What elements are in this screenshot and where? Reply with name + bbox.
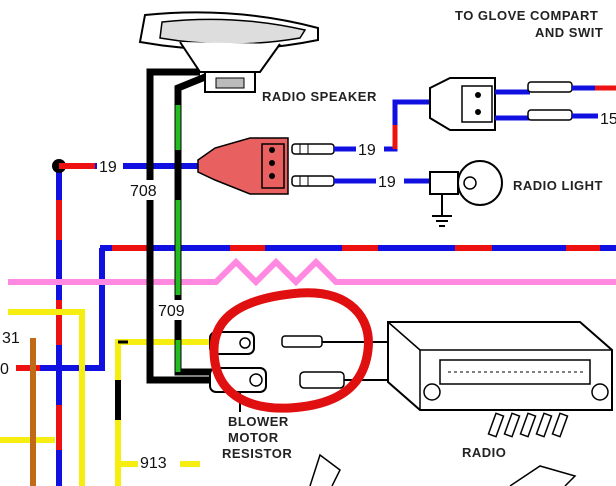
blower-label-line2: MOTOR xyxy=(228,430,279,445)
wire-number-708: 708 xyxy=(130,183,157,200)
wire-number-15: 15 xyxy=(600,111,616,128)
speaker-connector-icon xyxy=(197,137,289,195)
radio-speaker-label: RADIO SPEAKER xyxy=(262,89,377,104)
wire-number-bg-709 xyxy=(156,300,194,320)
radio-light-bulb-icon xyxy=(429,160,503,227)
wire-number-bg-708 xyxy=(128,180,172,200)
wire-number-913: 913 xyxy=(140,455,167,472)
wire-number-bg-31 xyxy=(0,327,26,347)
glove-compartment-label-line2: AND SWIT xyxy=(535,25,603,40)
wire-number-0: 0 xyxy=(0,361,9,378)
wire-number-bg-19-light xyxy=(376,171,404,191)
wire-yellow-left xyxy=(8,309,85,486)
glove-pin-bottom xyxy=(527,109,573,121)
wire-number-709: 709 xyxy=(158,303,185,320)
bottom-bracket-icon xyxy=(309,453,577,486)
resistor-pin-top xyxy=(281,335,390,348)
blower-label-line3: RESISTOR xyxy=(222,446,292,461)
wire-709-green xyxy=(174,71,212,376)
wire-number-bg-913 xyxy=(138,452,180,472)
radio-label: RADIO xyxy=(462,445,506,460)
wire-number-bg-19 xyxy=(97,156,123,175)
radio-speaker-icon xyxy=(138,11,319,93)
glove-compartment-label-line1: TO GLOVE COMPART xyxy=(455,8,598,23)
wire-number-19-speaker: 19 xyxy=(358,142,376,159)
wire-number-19-light: 19 xyxy=(378,174,396,191)
glove-connector-icon xyxy=(429,77,496,131)
wire-number-bg-0 xyxy=(0,358,16,378)
glove-pin-top xyxy=(527,81,573,93)
blower-label-line1: BLOWER xyxy=(228,414,289,429)
wire-708-black xyxy=(146,68,210,384)
wire-pink xyxy=(8,257,616,287)
wire-number-31: 31 xyxy=(2,330,20,347)
wire-number-bg-19-speaker xyxy=(356,139,384,159)
speaker-pin-bottom xyxy=(291,175,335,187)
radio-light-label: RADIO LIGHT xyxy=(513,178,603,193)
highlight-circle xyxy=(209,288,373,413)
radio-unit-icon xyxy=(387,321,613,438)
wire-number-19-left: 19 xyxy=(99,159,117,176)
speaker-pin-top xyxy=(291,143,335,155)
